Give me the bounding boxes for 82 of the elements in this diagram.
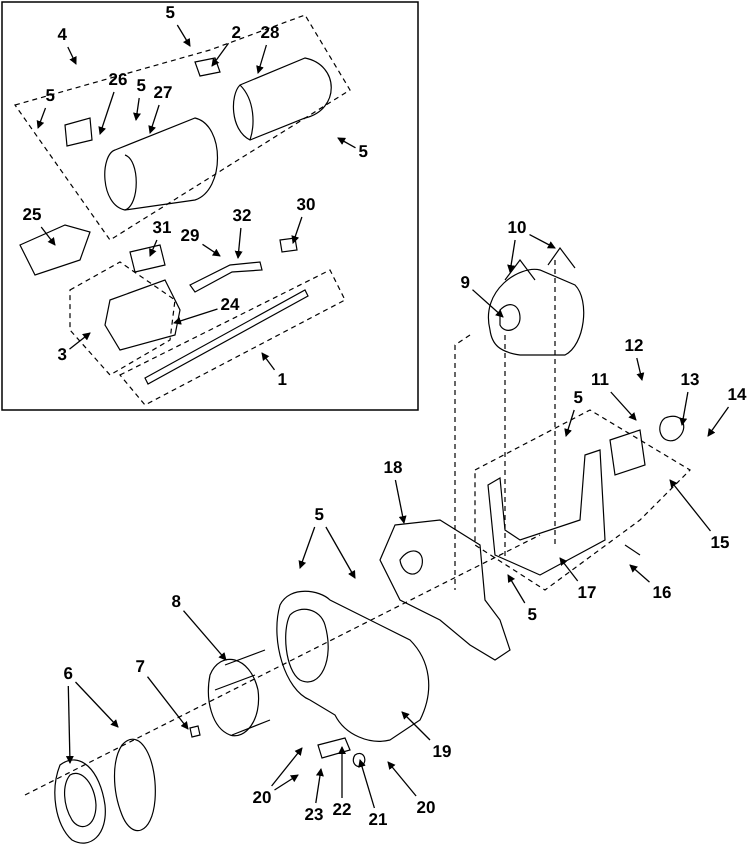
leader-line: [173, 308, 218, 325]
callout-number: 3: [58, 346, 67, 364]
callout-number: 5: [314, 506, 324, 524]
leader-line: [133, 98, 141, 121]
leader-line: [610, 392, 637, 421]
leader-line: [338, 746, 346, 798]
callout-number: 17: [578, 584, 596, 602]
callout-number: 26: [108, 71, 128, 89]
callout-number: 24: [220, 296, 240, 314]
callout-number: 4: [58, 26, 67, 44]
leader-line: [146, 676, 189, 730]
leader-line: [387, 761, 417, 796]
leader-line: [148, 104, 160, 134]
leader-line: [394, 480, 407, 524]
leader-line: [472, 289, 504, 318]
callout-number: 6: [64, 665, 73, 683]
callout-number: 7: [136, 658, 145, 676]
leader-line: [298, 526, 316, 569]
callout-number: 22: [332, 801, 352, 819]
callout-number: 5: [358, 143, 368, 161]
leader-line: [337, 137, 356, 148]
leader-line: [707, 406, 730, 437]
callout-number: 8: [172, 593, 181, 611]
callout-number: 12: [624, 337, 644, 355]
leader-line: [507, 574, 526, 604]
callout-number: 27: [154, 84, 172, 102]
leader-line: [629, 564, 650, 583]
callout-number: 29: [180, 227, 200, 245]
callout-number: 10: [508, 219, 526, 237]
callout-number: 15: [710, 534, 730, 552]
leader-line: [98, 92, 115, 135]
leader-line: [274, 774, 299, 791]
leader-line: [529, 234, 556, 249]
leader-line: [211, 42, 230, 67]
leader-line: [67, 46, 77, 65]
leader-line: [559, 557, 578, 582]
callout-number: 9: [460, 274, 470, 292]
leader-line: [256, 44, 268, 74]
callout-number: 2: [232, 24, 241, 42]
callout-number: 11: [591, 371, 609, 389]
callout-number: 13: [680, 371, 700, 389]
leader-line: [358, 759, 376, 808]
callout-number: 14: [728, 386, 746, 404]
leader-line: [40, 226, 56, 246]
leader-line: [507, 240, 516, 273]
leader-line: [669, 479, 711, 532]
callout-number: 23: [304, 806, 324, 824]
callout-number: 16: [652, 584, 672, 602]
callout-number: 5: [528, 606, 537, 624]
callout-number: 28: [260, 24, 280, 42]
leader-line: [564, 410, 575, 437]
callout-number: 21: [368, 811, 388, 829]
leader-line: [325, 526, 356, 579]
leader-line: [176, 24, 191, 47]
leader-line: [149, 240, 158, 257]
leader-line: [69, 332, 91, 350]
leader-line: [401, 711, 430, 740]
leader-line: [66, 686, 74, 764]
leader-line: [234, 228, 243, 259]
leader-line: [261, 352, 276, 370]
leader-line: [75, 682, 119, 728]
callout-number: 5: [136, 77, 146, 95]
callout-number: 32: [232, 207, 252, 225]
leader-line: [183, 610, 227, 661]
callout-number: 20: [252, 789, 272, 807]
leader-line: [291, 216, 303, 244]
leader-line: [315, 768, 324, 804]
callout-number: 25: [22, 206, 42, 224]
leader-line: [636, 358, 644, 381]
callout-number: 5: [46, 87, 55, 105]
leader-line: [271, 747, 303, 786]
callout-number: 30: [296, 196, 316, 214]
callout-number: 1: [278, 371, 287, 389]
callout-number: 5: [166, 4, 175, 22]
callout-number: 18: [384, 459, 402, 477]
callout-number: 31: [152, 219, 172, 237]
callout-number: 20: [416, 799, 436, 817]
callout-number: 19: [432, 743, 452, 761]
leader-line: [679, 392, 689, 426]
leader-line: [202, 244, 221, 257]
callout-number: 5: [574, 389, 583, 407]
leader-line: [36, 108, 46, 129]
